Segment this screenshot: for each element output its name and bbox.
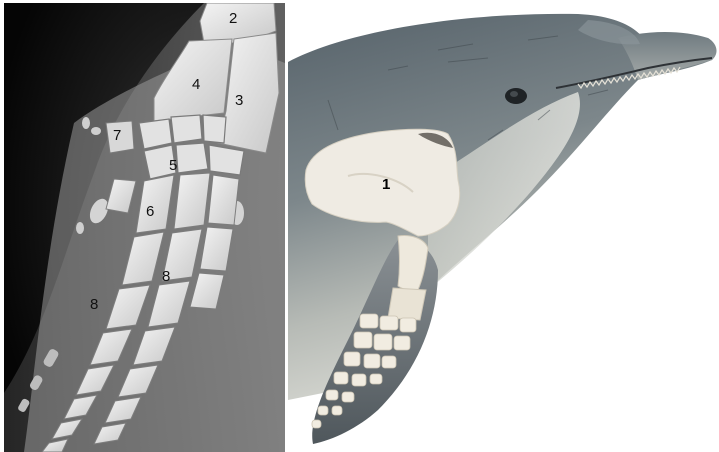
dolphin-photo-panel: 1 [288,0,719,452]
dolphin-skeleton-image [288,0,719,452]
xray-label-6: 6 [146,204,154,219]
flipper-xray-image [4,3,285,452]
xray-label-2: 2 [229,11,237,26]
photo-label-1: 1 [382,177,390,192]
xray-label-5: 5 [169,158,177,173]
xray-label-8: 8 [90,297,98,312]
xray-label-4: 4 [192,77,200,92]
flipper-xray-panel: 2 4 3 7 5 6 8 8 [4,3,285,452]
xray-label-7: 7 [113,128,121,143]
xray-label-8: 8 [162,269,170,284]
xray-label-3: 3 [235,93,243,108]
